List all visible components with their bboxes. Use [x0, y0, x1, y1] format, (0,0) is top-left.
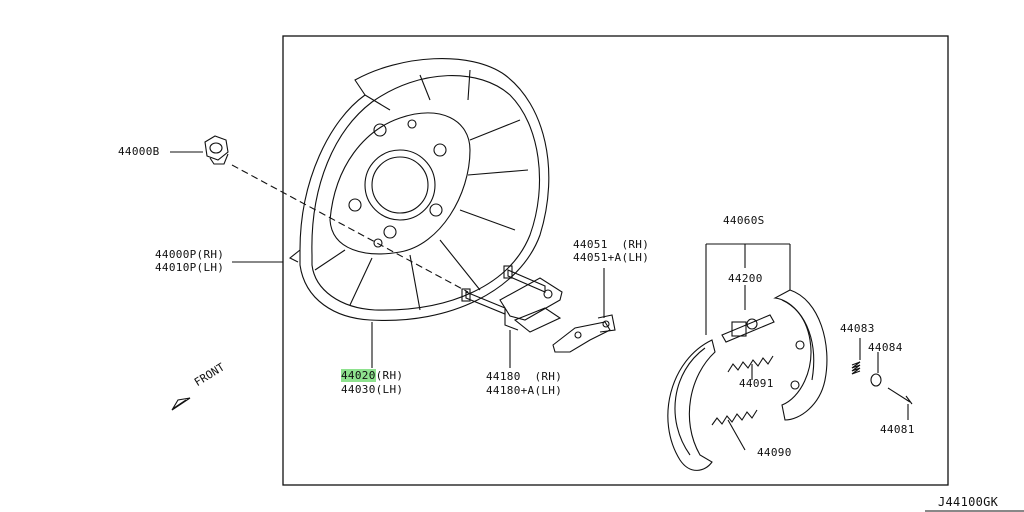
- label-44030-lh[interactable]: 44030(LH): [341, 383, 404, 396]
- label-44051-lh[interactable]: 44051+A(LH): [573, 251, 650, 264]
- leader-shoe-set: [705, 243, 791, 335]
- label-44180-rh[interactable]: 44180 (RH): [486, 370, 563, 383]
- label-44091[interactable]: 44091: [739, 377, 774, 390]
- label-44020-rh[interactable]: 44020(RH): [341, 369, 403, 382]
- front-arrow-icon: [171, 397, 191, 411]
- label-44180-lh[interactable]: 44180+A(LH): [486, 384, 563, 397]
- cable-bracket-drawing: [461, 265, 563, 333]
- lever-drawing: [552, 314, 616, 353]
- axis-dash-line: [231, 164, 469, 293]
- nut-drawing: [204, 135, 229, 165]
- spring-44091: [727, 355, 774, 373]
- leader-44090: [727, 419, 746, 451]
- label-44081[interactable]: 44081: [880, 423, 915, 436]
- dust-shield-drawing: [288, 58, 550, 322]
- adjuster-drawing: [721, 314, 775, 343]
- diagram-id: J44100GK: [938, 495, 999, 509]
- brake-shoes-drawing: [667, 289, 828, 471]
- label-44010p-lh[interactable]: 44010P(LH): [155, 261, 225, 274]
- label-44083[interactable]: 44083: [840, 322, 875, 335]
- label-44000b[interactable]: 44000B: [118, 145, 160, 158]
- pin-44081: [887, 387, 913, 405]
- retainer-44084: [870, 373, 882, 387]
- label-44000p-rh[interactable]: 44000P(RH): [155, 248, 225, 261]
- spring-44083: [851, 361, 861, 375]
- label-44060s[interactable]: 44060S: [723, 214, 765, 227]
- label-44200[interactable]: 44200: [728, 272, 763, 285]
- label-44020-number: 44020: [341, 369, 376, 382]
- label-44051-rh[interactable]: 44051 (RH): [573, 238, 650, 251]
- label-44090[interactable]: 44090: [757, 446, 792, 459]
- label-44020-suffix: (RH): [375, 369, 404, 382]
- frame-border: [282, 35, 949, 486]
- label-44084[interactable]: 44084: [868, 341, 903, 354]
- spring-44090: [711, 409, 758, 426]
